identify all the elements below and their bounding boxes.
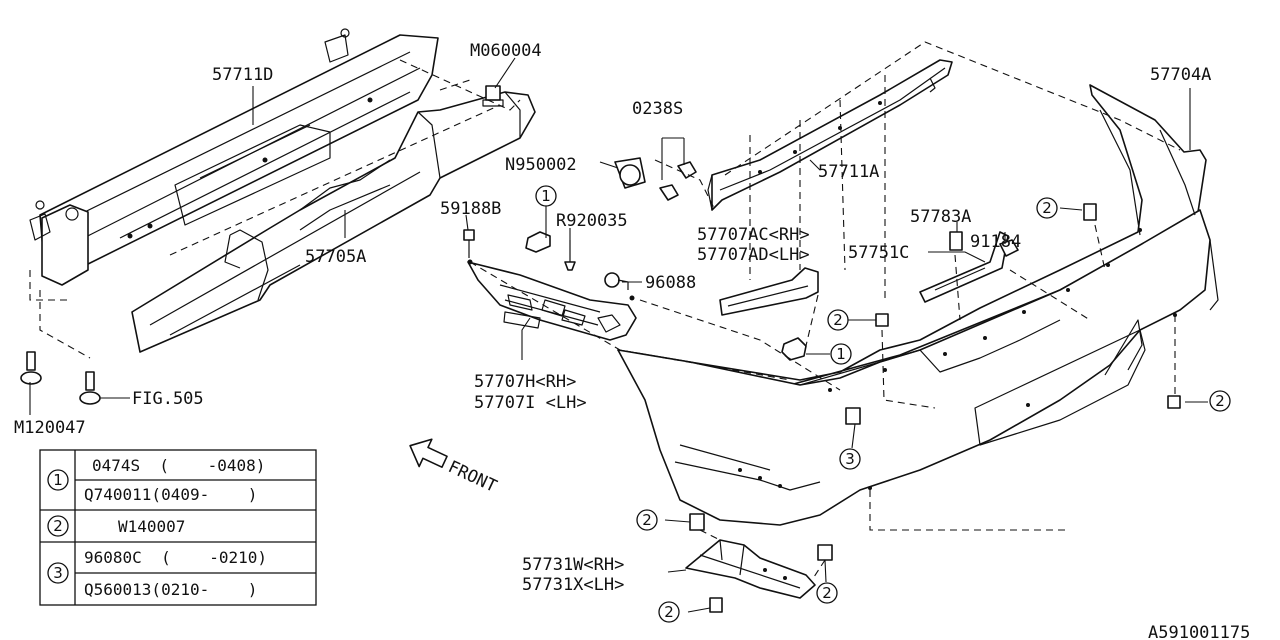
callout-2-b: 2 — [827, 309, 849, 331]
svg-text:2: 2 — [53, 517, 63, 535]
legend-row-3a: 96080C ( -0210) — [84, 548, 267, 567]
label-57751c: 57751C — [848, 243, 909, 263]
label-57783a: 57783A — [910, 207, 971, 227]
screw-r920035 — [564, 240, 576, 271]
legend-row-3b: Q560013(0210- ) — [84, 580, 257, 599]
nut-0238s — [659, 161, 697, 201]
bolt-m060004 — [482, 85, 504, 107]
legend-table: 1 2 3 0474S ( -0408) Q740011(0409- ) W14… — [39, 449, 317, 606]
leader-lines — [29, 57, 1208, 613]
callout-2-f: 2 — [658, 601, 680, 623]
bolt-m120047 — [20, 351, 42, 385]
label-m120047: M120047 — [14, 418, 86, 438]
bolt-fig505 — [79, 371, 101, 405]
callouts: 1 1 2 2 2 2 2 2 3 — [535, 185, 1231, 623]
diagram-id: A591001175 — [1148, 623, 1250, 640]
label-96088: 96088 — [645, 273, 696, 293]
rail-57711a — [707, 59, 953, 211]
lower-bracket-57731w — [685, 539, 816, 599]
screw-stay — [781, 337, 807, 361]
callout-2-d: 2 — [636, 509, 658, 531]
label-r920035: R920035 — [556, 211, 628, 231]
svg-text:2: 2 — [664, 603, 674, 621]
svg-text:2: 2 — [1215, 392, 1225, 410]
label-57711a: 57711A — [818, 162, 879, 182]
label-n950002: N950002 — [505, 155, 577, 175]
callout-1-b: 1 — [830, 343, 852, 365]
label-fig505: FIG.505 — [132, 389, 204, 409]
part-labels: 57711D M060004 57705A M120047 FIG.505 59… — [14, 41, 1250, 640]
legend-row-1b: Q740011(0409- ) — [84, 485, 257, 504]
stay-57707ac — [719, 267, 819, 316]
legend-num-1: 1 — [47, 469, 69, 491]
label-57731x: 57731X<LH> — [522, 575, 624, 595]
callout-3-a: 3 — [839, 448, 861, 470]
bracket-57707h — [467, 259, 637, 341]
absorber-57705a — [131, 91, 536, 353]
label-59188b: 59188B — [440, 199, 501, 219]
legend-row-2a: W140007 — [118, 517, 185, 536]
label-57707i: 57707I <LH> — [474, 393, 587, 413]
svg-text:2: 2 — [822, 584, 832, 602]
svg-text:1: 1 — [836, 345, 846, 363]
label-m060004: M060004 — [470, 41, 542, 61]
nut-n950002 — [614, 157, 646, 189]
svg-text:1: 1 — [53, 471, 63, 489]
svg-text:2: 2 — [642, 511, 652, 529]
svg-text:2: 2 — [1042, 199, 1052, 217]
callout-2-e: 2 — [816, 582, 838, 604]
legend-row-1a: 0474S ( -0408) — [92, 456, 265, 475]
label-57731w: 57731W<RH> — [522, 555, 624, 575]
callout-2-a: 2 — [1036, 197, 1058, 219]
label-57711d: 57711D — [212, 65, 273, 85]
label-57707ad: 57707AD<LH> — [697, 245, 810, 265]
svg-text:3: 3 — [845, 450, 855, 468]
label-91184: 91184 — [970, 232, 1021, 252]
front-label: FRONT — [445, 457, 500, 497]
label-57707ac: 57707AC<RH> — [697, 225, 810, 245]
dashed-leaders — [29, 41, 1181, 581]
front-arrow: FRONT — [409, 438, 500, 497]
clip-59188b — [463, 229, 475, 258]
callout-1-a: 1 — [535, 185, 557, 207]
label-57704a: 57704A — [1150, 65, 1211, 85]
screw-0474s — [525, 231, 551, 253]
label-57705a: 57705A — [305, 247, 366, 267]
bracket-57751c — [919, 231, 1009, 303]
svg-text:2: 2 — [833, 311, 843, 329]
label-57707h: 57707H<RH> — [474, 372, 576, 392]
svg-text:1: 1 — [541, 187, 551, 205]
reinforcement-57711d — [29, 28, 439, 286]
label-0238s: 0238S — [632, 99, 683, 119]
callout-2-c: 2 — [1209, 390, 1231, 412]
clip-57783a — [949, 231, 963, 251]
rivet-set — [689, 203, 1181, 613]
svg-text:3: 3 — [53, 564, 63, 582]
legend-num-2: 2 — [47, 515, 69, 537]
legend-num-3: 3 — [47, 562, 69, 584]
bumper-face-57704a — [617, 84, 1219, 526]
